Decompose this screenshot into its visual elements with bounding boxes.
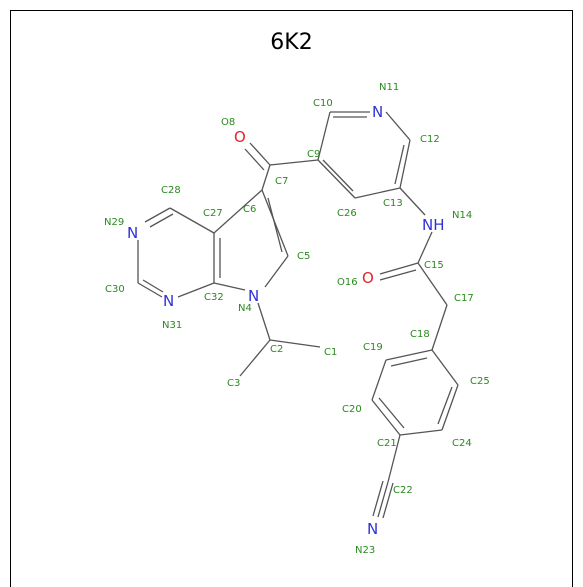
- bond: [317, 111, 331, 161]
- bond: [441, 384, 459, 431]
- bond: [244, 148, 265, 171]
- bond: [437, 386, 453, 425]
- bond: [144, 207, 171, 223]
- bond: [377, 481, 389, 518]
- atom-label-c13: C13: [383, 198, 403, 209]
- bond: [371, 399, 401, 436]
- bond: [390, 357, 428, 367]
- atom-label-o16: O16: [337, 277, 358, 288]
- bond: [149, 213, 174, 228]
- atom-label-n11: N11: [379, 82, 399, 93]
- bond: [269, 159, 319, 166]
- bond: [385, 111, 411, 141]
- bond: [394, 144, 405, 185]
- bond: [431, 349, 459, 386]
- atom-label-c20: C20: [342, 404, 362, 415]
- atom-label-c19: C19: [363, 342, 383, 353]
- atom-label-c3: C3: [227, 378, 240, 389]
- atom-label-c18: C18: [410, 329, 430, 340]
- atom-symbol-n4: N: [248, 287, 259, 305]
- bonds: [137, 111, 459, 519]
- atom-label-c5: C5: [297, 251, 310, 262]
- atom-symbol-n23: N: [367, 520, 378, 538]
- atom-labels: C1 C2 C3 N4 C5 C6 C7 O8 C9 C10 N11 C12 C…: [104, 82, 490, 556]
- bond: [354, 187, 401, 199]
- atom-symbol-n14: NH: [422, 216, 445, 234]
- atom-symbol-o8: O: [234, 128, 246, 146]
- bond: [264, 255, 289, 288]
- atom-label-c30: C30: [105, 284, 125, 295]
- atom-label-c28: C28: [161, 185, 181, 196]
- atom-symbol-n29: N: [127, 224, 138, 242]
- bond: [399, 139, 411, 189]
- bond: [322, 159, 354, 192]
- bond: [371, 359, 387, 401]
- bond: [431, 304, 448, 351]
- atom-label-n14: N14: [452, 210, 472, 221]
- atom-label-n23: N23: [355, 545, 375, 556]
- atom-label-c24: C24: [452, 438, 472, 449]
- molecule-title: 6K2: [270, 30, 313, 55]
- bond: [372, 480, 384, 517]
- bond: [239, 339, 271, 377]
- atom-label-c17: C17: [454, 293, 474, 304]
- bond: [379, 269, 417, 281]
- atom-label-n31: N31: [162, 320, 182, 331]
- diagram-frame: [10, 10, 573, 587]
- bond: [137, 282, 163, 298]
- atom-label-c21: C21: [377, 438, 397, 449]
- atom-symbol-n11: N: [372, 103, 383, 121]
- atom-label-c32: C32: [204, 292, 224, 303]
- atom-label-c27: C27: [203, 208, 223, 219]
- atom-label-o8: O8: [221, 117, 235, 128]
- atom-label-c7: C7: [275, 176, 288, 187]
- bond: [385, 349, 433, 361]
- bond: [317, 159, 356, 199]
- atom-symbol-n31: N: [163, 292, 174, 310]
- bond: [177, 282, 215, 298]
- bond: [417, 231, 433, 264]
- atom-label-c25: C25: [470, 376, 490, 387]
- bond: [382, 482, 394, 519]
- atom-label-c26: C26: [337, 208, 357, 219]
- bond: [399, 187, 426, 216]
- bond: [387, 434, 401, 483]
- bond: [213, 189, 263, 234]
- bond: [399, 429, 443, 436]
- atom-label-c2: C2: [270, 344, 283, 355]
- bond: [169, 207, 215, 234]
- bond: [417, 262, 448, 306]
- bond: [379, 262, 419, 275]
- bond: [213, 282, 246, 291]
- atom-label-c12: C12: [420, 134, 440, 145]
- bond: [142, 279, 164, 293]
- atom-label-c10: C10: [313, 98, 333, 109]
- bond: [249, 142, 271, 166]
- atom-label-c9: C9: [307, 149, 320, 160]
- atom-symbol-o16: O: [362, 269, 374, 287]
- bond: [261, 164, 271, 191]
- atom-label-c1: C1: [324, 347, 337, 358]
- bond: [269, 339, 321, 348]
- atom-label-n29: N29: [104, 217, 124, 228]
- atom-label-c15: C15: [424, 260, 444, 271]
- atom-label-n4: N4: [238, 303, 252, 314]
- atom-label-c6: C6: [243, 204, 256, 215]
- atom-label-c22: C22: [393, 485, 413, 496]
- bond: [267, 197, 283, 253]
- bond: [378, 397, 405, 429]
- bond: [257, 302, 271, 341]
- heteroatoms: N N N N NH N O O: [127, 103, 445, 538]
